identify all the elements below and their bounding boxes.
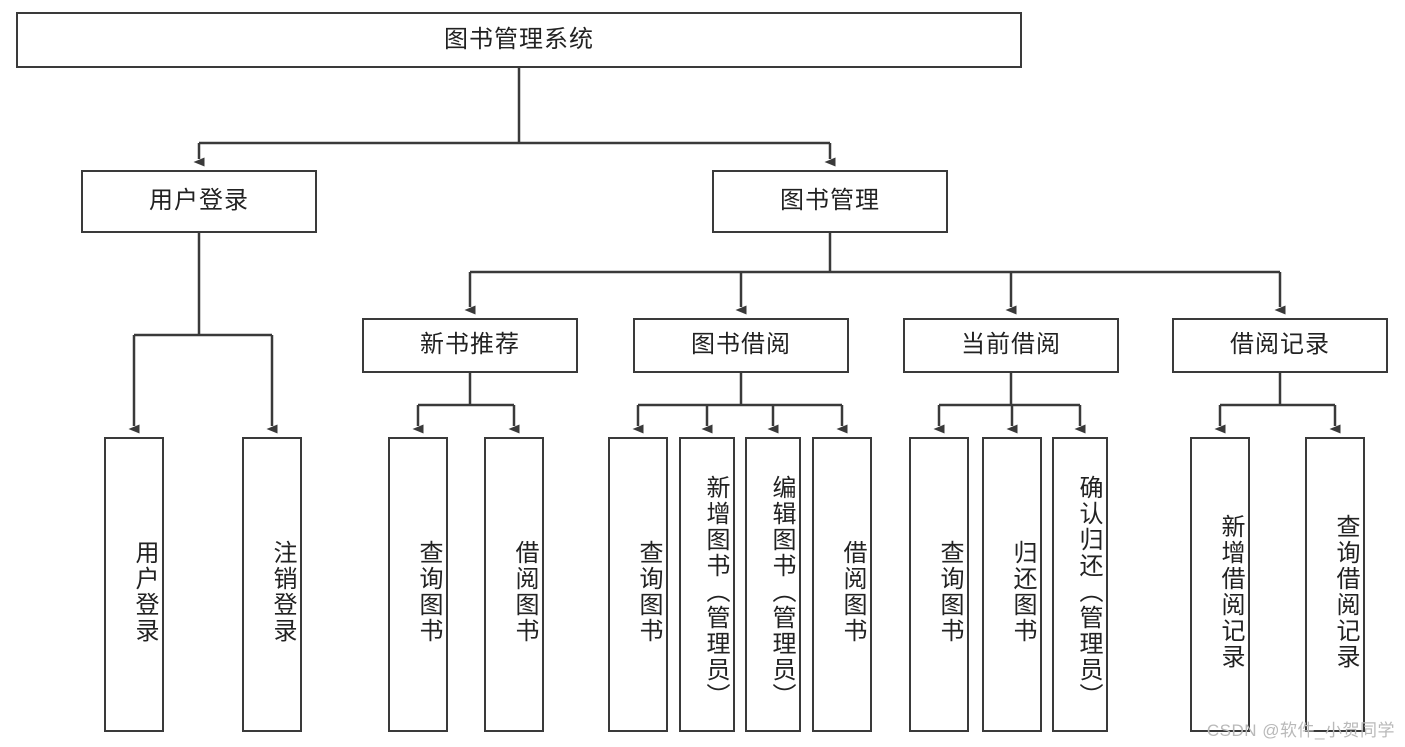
node-label-leaf-borrow-book: 借阅图书 — [839, 539, 866, 644]
node-label-root: 图书管理系统 — [444, 25, 594, 53]
csdn-watermark: CSDN @软件_小贺同学 — [1206, 721, 1395, 740]
node-leaf-confirm-return-admin[interactable]: 确认归还（管理员） — [1052, 437, 1108, 732]
node-label-leaf-add-borrow-record: 新增借阅记录 — [1217, 513, 1244, 670]
node-leaf-add-book-admin[interactable]: 新增图书（管理员） — [679, 437, 735, 732]
node-borrow-record[interactable]: 借阅记录 — [1172, 318, 1388, 373]
node-label-borrow-record: 借阅记录 — [1230, 331, 1330, 359]
node-label-leaf-logout: 注销登录 — [269, 539, 296, 644]
node-label-leaf-query-borrow-record: 查询借阅记录 — [1332, 513, 1359, 670]
node-book-borrow[interactable]: 图书借阅 — [633, 318, 849, 373]
node-leaf-user-login[interactable]: 用户登录 — [104, 437, 164, 732]
node-leaf-query-borrow-record[interactable]: 查询借阅记录 — [1305, 437, 1365, 732]
node-label-leaf-add-book-admin: 新增图书（管理员） — [702, 474, 729, 709]
node-label-leaf-return-book: 归还图书 — [1009, 539, 1036, 644]
node-label-leaf-recommend-query-book: 查询图书 — [415, 539, 442, 644]
node-leaf-edit-book-admin[interactable]: 编辑图书（管理员） — [745, 437, 801, 732]
node-leaf-recommend-query-book[interactable]: 查询图书 — [388, 437, 448, 732]
node-label-leaf-edit-book-admin: 编辑图书（管理员） — [768, 474, 795, 709]
node-user-login[interactable]: 用户登录 — [81, 170, 317, 233]
node-label-new-book-recommend: 新书推荐 — [420, 331, 520, 359]
node-label-leaf-recommend-borrow-book: 借阅图书 — [511, 539, 538, 644]
node-leaf-add-borrow-record[interactable]: 新增借阅记录 — [1190, 437, 1250, 732]
node-label-leaf-current-query-book: 查询图书 — [936, 539, 963, 644]
node-leaf-borrow-query-book[interactable]: 查询图书 — [608, 437, 668, 732]
node-label-current-borrow: 当前借阅 — [961, 331, 1061, 359]
node-leaf-recommend-borrow-book[interactable]: 借阅图书 — [484, 437, 544, 732]
node-label-book-borrow: 图书借阅 — [691, 331, 791, 359]
node-leaf-return-book[interactable]: 归还图书 — [982, 437, 1042, 732]
node-label-leaf-user-login: 用户登录 — [131, 539, 158, 644]
node-leaf-borrow-book[interactable]: 借阅图书 — [812, 437, 872, 732]
node-root-system[interactable]: 图书管理系统 — [16, 12, 1022, 68]
node-label-book-manage: 图书管理 — [780, 187, 880, 215]
node-label-leaf-borrow-query-book: 查询图书 — [635, 539, 662, 644]
node-book-manage[interactable]: 图书管理 — [712, 170, 948, 233]
node-label-leaf-confirm-return-admin: 确认归还（管理员） — [1075, 474, 1102, 709]
node-current-borrow[interactable]: 当前借阅 — [903, 318, 1119, 373]
node-leaf-logout[interactable]: 注销登录 — [242, 437, 302, 732]
node-label-user-login: 用户登录 — [149, 187, 249, 215]
node-leaf-current-query-book[interactable]: 查询图书 — [909, 437, 969, 732]
node-new-book-recommend[interactable]: 新书推荐 — [362, 318, 578, 373]
